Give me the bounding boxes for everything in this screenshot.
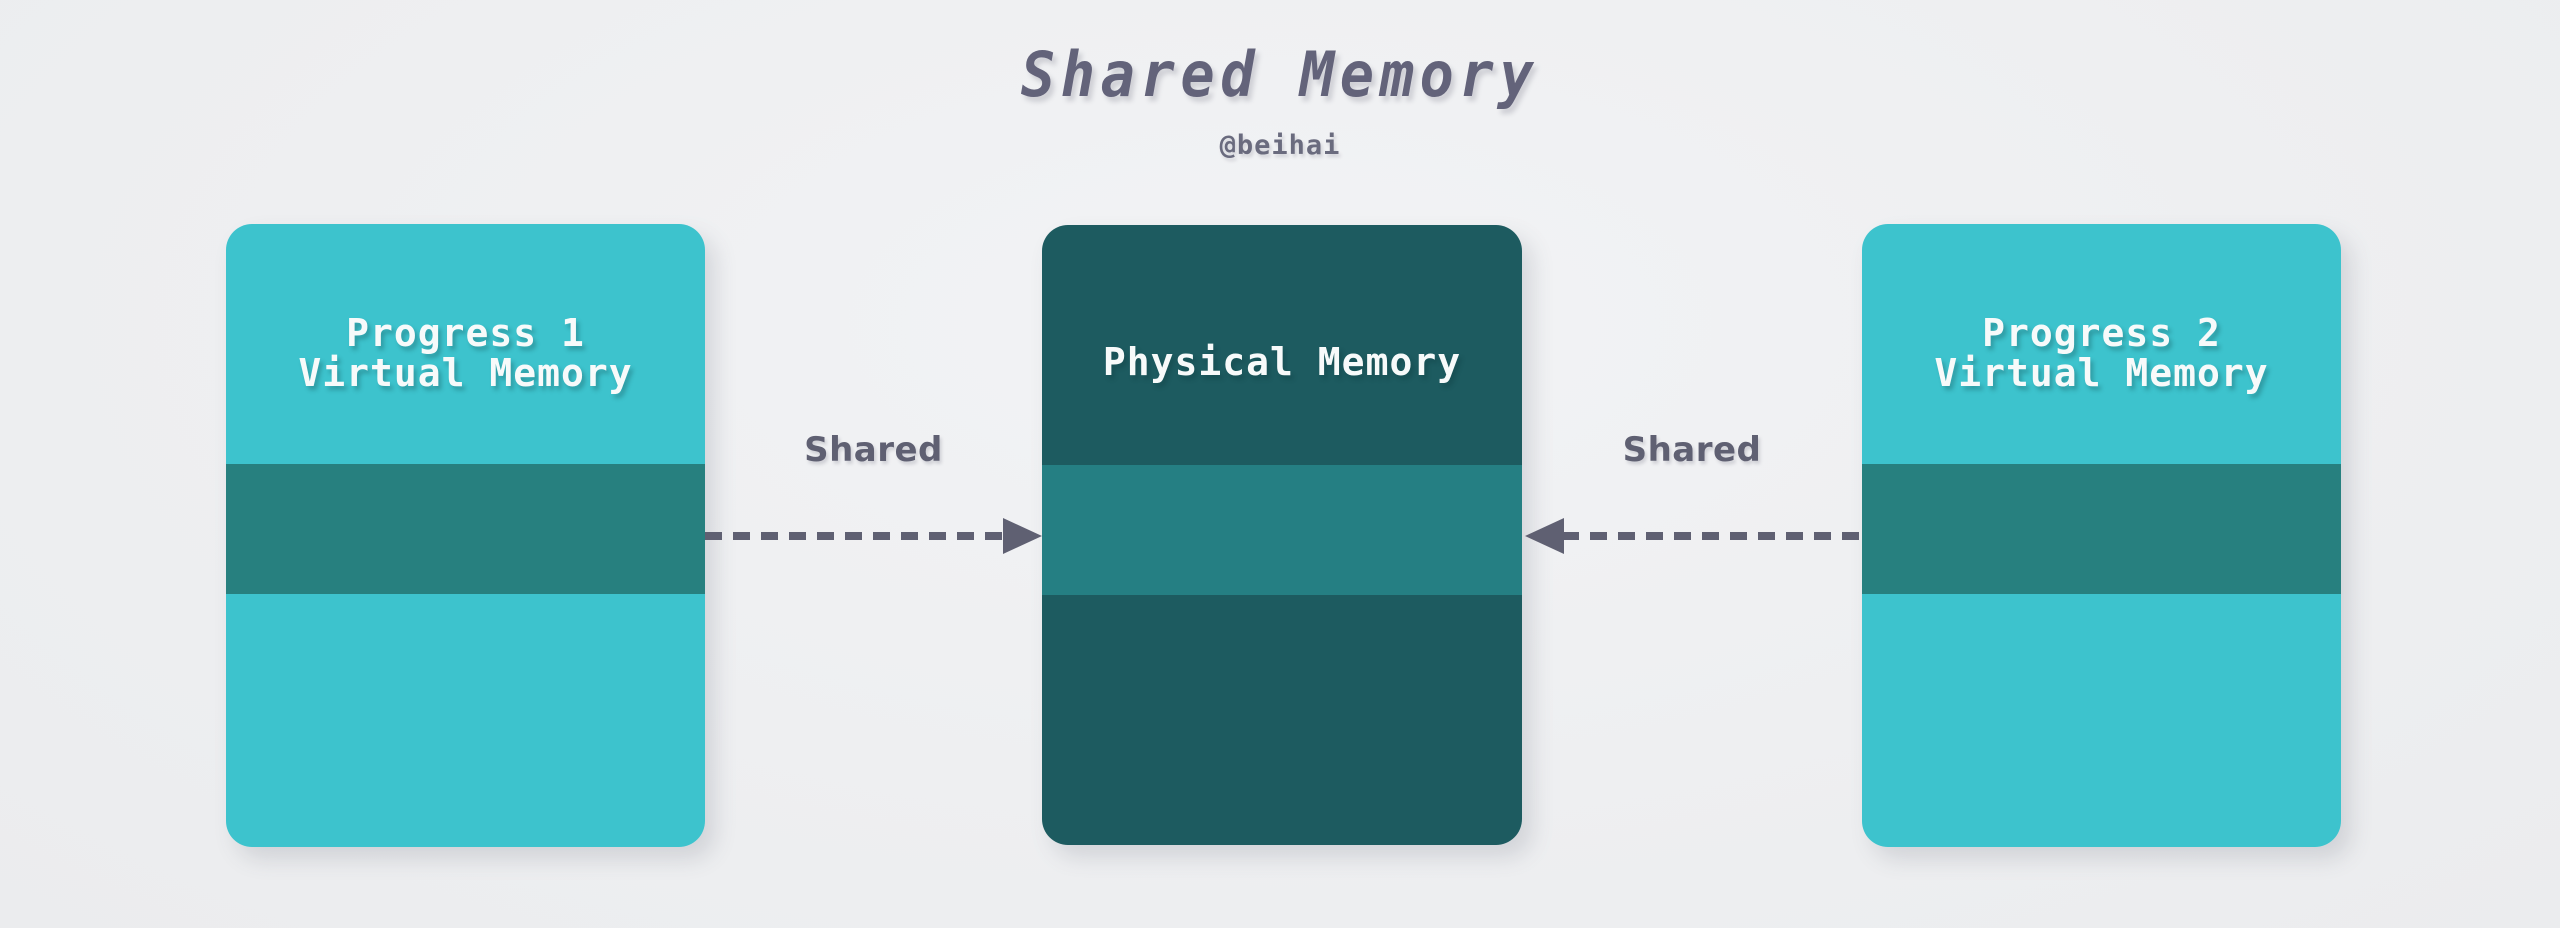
process-1-shared-segment (226, 464, 705, 594)
shared-arrow-right: Shared (1522, 430, 1862, 586)
dashed-arrow-left-icon (1525, 518, 1862, 554)
shared-arrow-left: Shared (705, 430, 1042, 586)
process-1-segments (226, 224, 705, 847)
process-2-segments (1862, 224, 2341, 847)
process-2-shared-segment (1862, 464, 2341, 594)
physical-memory-segments (1042, 225, 1522, 845)
process-1-memory-box[interactable]: Progress 1 Virtual Memory (226, 224, 705, 847)
process-2-memory-box[interactable]: Progress 2 Virtual Memory (1862, 224, 2341, 847)
physical-unmapped-top-segment (1042, 225, 1522, 465)
physical-shared-segment (1042, 465, 1522, 595)
process-2-private-bottom-segment (1862, 594, 2341, 847)
physical-memory-box[interactable]: Physical Memory (1042, 225, 1522, 845)
process-1-private-bottom-segment (226, 594, 705, 847)
dashed-arrow-right-icon (705, 518, 1042, 554)
process-2-private-top-segment (1862, 224, 2341, 464)
process-1-private-top-segment (226, 224, 705, 464)
physical-unmapped-bottom-segment (1042, 595, 1522, 845)
